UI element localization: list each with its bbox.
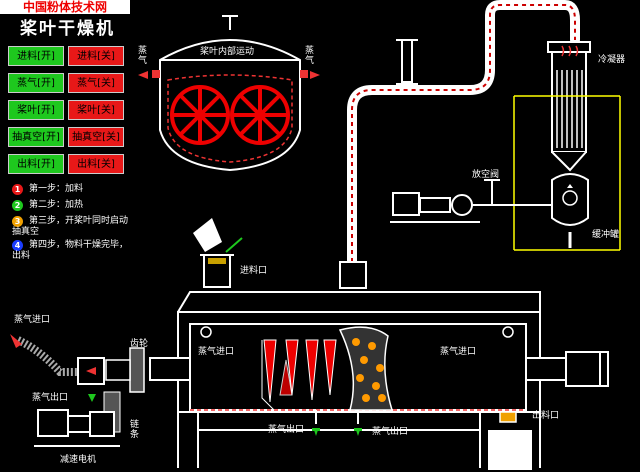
paddle-on-button[interactable]: 桨叶[开] bbox=[8, 100, 64, 120]
step-text: 第三步，开桨叶同时启动抽真空 bbox=[12, 216, 129, 237]
steam-hose-icon bbox=[16, 336, 78, 376]
paddle-motion-label: 桨叶内部运动 bbox=[200, 47, 255, 57]
steam-right-label: 蒸气 bbox=[305, 46, 315, 66]
buffer-tank-label: 缓冲罐 bbox=[592, 230, 620, 240]
steam-on-button[interactable]: 蒸气[开] bbox=[8, 73, 64, 93]
page-title: 桨叶干燥机 bbox=[20, 19, 115, 39]
reducer-motor-label: 减速电机 bbox=[60, 455, 97, 465]
vapor-pipe bbox=[347, 0, 580, 267]
paddle-blades-icon bbox=[263, 339, 337, 403]
discharge-off-button[interactable]: 出料[关] bbox=[68, 154, 124, 174]
step-number-badge: 3 bbox=[12, 216, 23, 227]
steam-port-right-icon bbox=[300, 70, 308, 78]
condenser-label: 冷凝器 bbox=[598, 55, 626, 65]
discharge-on-button[interactable]: 出料[开] bbox=[8, 154, 64, 174]
cross-section-vessel bbox=[159, 15, 301, 172]
vapor-outlet-dome bbox=[339, 261, 367, 289]
steam-inlet-b-label: 蒸气进口 bbox=[440, 347, 477, 357]
steam-inlet-a-label: 蒸气进口 bbox=[198, 347, 235, 357]
steam-outlet-left-label: 蒸气出口 bbox=[32, 393, 69, 403]
feed-inlet-label: 进料口 bbox=[240, 266, 268, 276]
step-item: 1 第一步：加料 bbox=[12, 184, 132, 195]
steam-port-left-icon bbox=[152, 70, 160, 78]
vent-valve-label: 放空阀 bbox=[472, 170, 500, 180]
reducer-motor-icon bbox=[34, 409, 120, 447]
condenser-icon bbox=[547, 41, 591, 172]
steam-left-label: 蒸气 bbox=[138, 46, 148, 66]
gear-label: 齿轮 bbox=[130, 339, 149, 349]
paddle-off-button[interactable]: 桨叶[关] bbox=[68, 100, 124, 120]
watermark: 中国粉体技术网 bbox=[0, 0, 130, 14]
vacuum-pump-icon bbox=[390, 192, 552, 223]
vacuum-off-button[interactable]: 抽真空[关] bbox=[68, 127, 124, 147]
steam-off-button[interactable]: 蒸气[关] bbox=[68, 73, 124, 93]
vent-valve-icon bbox=[484, 179, 500, 205]
step-number-badge: 4 bbox=[12, 240, 23, 251]
feed-on-button[interactable]: 进料[开] bbox=[8, 46, 64, 66]
feed-off-button[interactable]: 进料[关] bbox=[68, 46, 124, 66]
steam-inlet-left-label: 蒸气进口 bbox=[14, 315, 51, 325]
particles-icon bbox=[352, 338, 386, 402]
step-item: 2 第二步：加热 bbox=[12, 200, 132, 211]
paddle-wheel-right-icon bbox=[230, 85, 290, 145]
steam-outlet-a-label: 蒸气出口 bbox=[268, 425, 305, 435]
chain-label: 链条 bbox=[130, 420, 140, 440]
step-number-badge: 2 bbox=[12, 200, 23, 211]
vacuum-on-button[interactable]: 抽真空[开] bbox=[8, 127, 64, 147]
discharge-label: 出料口 bbox=[532, 411, 560, 421]
gear-icon bbox=[129, 347, 145, 393]
step-text: 第一步：加料 bbox=[29, 184, 84, 194]
step-text: 第四步，物料干燥完毕，出料 bbox=[12, 240, 129, 261]
paddle-wheel-left-icon bbox=[170, 85, 230, 145]
step-number-badge: 1 bbox=[12, 184, 23, 195]
buffer-tank-icon bbox=[551, 173, 589, 226]
steam-outlet-b-label: 蒸气出口 bbox=[372, 427, 409, 437]
material-bag-icon bbox=[193, 218, 222, 252]
discharge-container-icon bbox=[488, 430, 532, 470]
step-text: 第二步：加热 bbox=[29, 200, 84, 210]
